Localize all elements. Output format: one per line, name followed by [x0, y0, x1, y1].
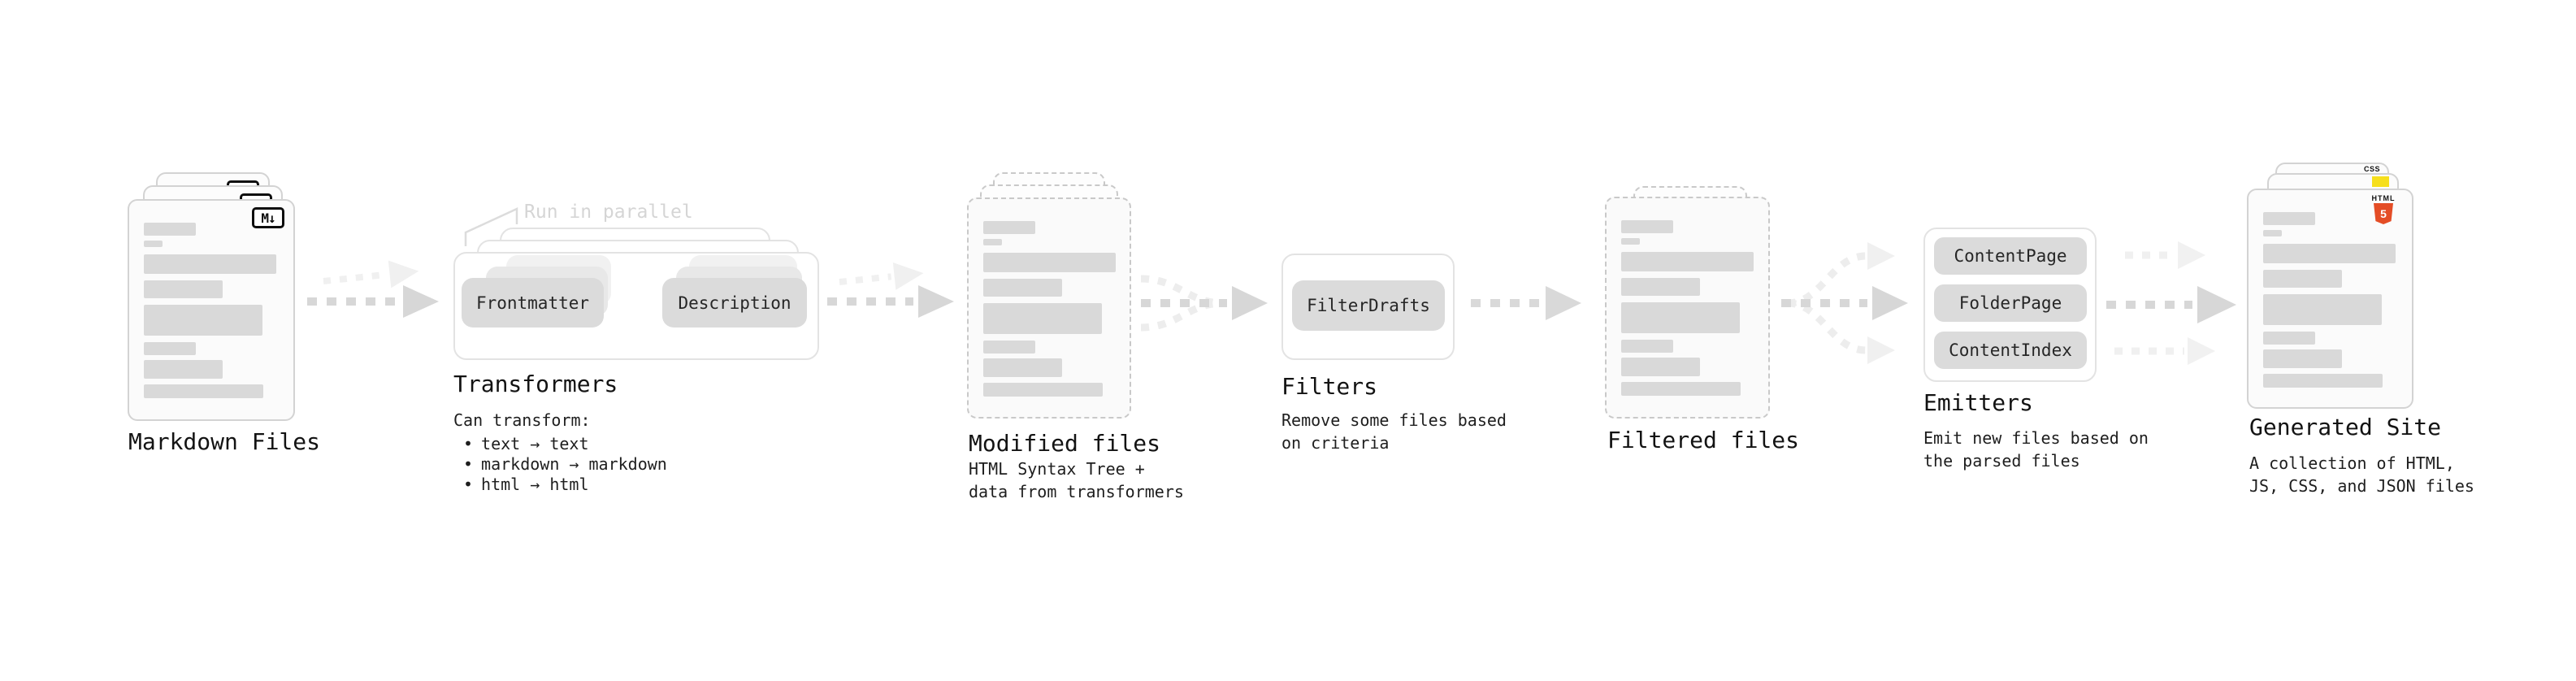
placeholder-line [1621, 358, 1700, 376]
placeholder-line [2263, 332, 2315, 345]
placeholder-line [1621, 238, 1640, 245]
frontmatter-chip-label: Frontmatter [475, 293, 590, 313]
description-chip-label: Description [678, 293, 791, 313]
placeholder-line [1621, 278, 1700, 296]
description-chip: Description [662, 278, 807, 327]
stage-label-transformers: Transformers [453, 371, 618, 397]
generated-document-html: HTML 5 [2247, 189, 2413, 409]
html5-shield-icon: 5 [2374, 203, 2393, 224]
filterdrafts-chip-label: FilterDrafts [1307, 296, 1430, 315]
stage-label-modified-files: Modified files [969, 430, 1161, 457]
contentpage-chip-label: ContentPage [1954, 246, 2067, 266]
desc-line: JS, CSS, and JSON files [2249, 476, 2474, 496]
css-icon-text: CSS [2363, 165, 2380, 173]
contentindex-chip: ContentIndex [1934, 332, 2087, 369]
placeholder-line [1621, 220, 1673, 233]
placeholder-line [144, 305, 262, 336]
html5-shield-number: 5 [2380, 207, 2387, 220]
modified-document-front [967, 197, 1131, 419]
desc-line: A collection of HTML, [2249, 453, 2455, 473]
arrow-transformers-to-modified-icon [827, 262, 954, 318]
arrow-modified-to-filters-icon [1140, 275, 1268, 332]
stage-label-markdown-files: Markdown Files [128, 428, 321, 455]
stage-label-filtered-files: Filtered files [1607, 427, 1800, 453]
folderpage-chip-label: FolderPage [1958, 293, 2062, 313]
bullet-text: text → text [481, 434, 589, 453]
placeholder-line [983, 340, 1035, 354]
transform-bullet: • html → html [453, 475, 667, 495]
folderpage-chip: FolderPage [1934, 284, 2087, 322]
placeholder-line [983, 253, 1116, 272]
bullet-dot: • [463, 454, 474, 474]
modified-files-description: HTML Syntax Tree + data from transformer… [969, 458, 1184, 503]
arrow-filtered-to-emitters-icon [1781, 242, 1908, 364]
bullet-dot: • [463, 475, 474, 494]
generated-site-description: A collection of HTML, JS, CSS, and JSON … [2249, 452, 2474, 497]
stage-label-emitters: Emitters [1923, 389, 2033, 416]
transformers-description: Can transform: • text → text • markdown → … [453, 410, 667, 495]
stage-label-generated-site: Generated Site [2249, 414, 2442, 440]
markdown-icon: M↓ [252, 207, 284, 228]
arrow-filters-to-filtered-icon [1471, 286, 1581, 320]
desc-line: on criteria [1281, 433, 1390, 453]
placeholder-line [144, 360, 223, 379]
desc-line: data from transformers [969, 482, 1184, 501]
placeholder-line [983, 221, 1035, 234]
transform-bullet: • markdown → markdown [453, 454, 667, 475]
placeholder-line [2263, 244, 2396, 263]
placeholder-line [2263, 374, 2383, 388]
placeholder-line [144, 342, 196, 355]
filtered-document-front [1605, 197, 1770, 419]
placeholder-line [2263, 294, 2382, 325]
html5-icon-text: HTML [2371, 194, 2396, 202]
bullet-dot: • [463, 434, 474, 453]
placeholder-line [144, 384, 263, 398]
placeholder-line [144, 223, 196, 236]
filterdrafts-chip: FilterDrafts [1292, 280, 1445, 331]
arrow-emitters-to-generated-icon [2106, 241, 2236, 365]
bullet-text: html → html [481, 475, 589, 494]
placeholder-line [983, 383, 1103, 397]
placeholder-line [1621, 340, 1673, 353]
desc-line: HTML Syntax Tree + [969, 459, 1145, 479]
placeholder-line [2263, 270, 2342, 288]
contentpage-chip: ContentPage [1934, 237, 2087, 275]
transformers-desc-title: Can transform: [453, 410, 591, 430]
placeholder-line [1621, 382, 1741, 396]
desc-line: Emit new files based on [1923, 428, 2149, 448]
run-in-parallel-note: Run in parallel [524, 202, 693, 223]
placeholder-line [2263, 212, 2315, 225]
placeholder-line [144, 254, 276, 274]
placeholder-line [144, 280, 223, 298]
filters-description: Remove some files based on criteria [1281, 409, 1507, 454]
placeholder-line [2263, 230, 2282, 236]
stage-label-filters: Filters [1281, 373, 1378, 400]
placeholder-line [1621, 252, 1754, 271]
emitters-description: Emit new files based on the parsed files [1923, 427, 2149, 472]
desc-line: Remove some files based [1281, 410, 1507, 430]
placeholder-line [983, 279, 1062, 297]
desc-line: the parsed files [1923, 451, 2080, 471]
placeholder-line [2263, 349, 2342, 368]
frontmatter-chip: Frontmatter [462, 278, 604, 327]
placeholder-line [1621, 302, 1740, 333]
arrow-markdown-to-transformers-icon [307, 260, 439, 318]
html5-icon: HTML 5 [2366, 194, 2401, 224]
placeholder-line [983, 303, 1102, 334]
markdown-document-front: M↓ [128, 199, 295, 421]
transform-bullet: • text → text [453, 434, 667, 454]
placeholder-line [144, 241, 163, 247]
js-icon [2372, 176, 2389, 187]
placeholder-line [983, 358, 1062, 377]
placeholder-line [983, 239, 1002, 245]
markdown-icon-text: M↓ [261, 210, 275, 226]
contentindex-chip-label: ContentIndex [1949, 340, 2072, 360]
bullet-text: markdown → markdown [481, 454, 667, 474]
